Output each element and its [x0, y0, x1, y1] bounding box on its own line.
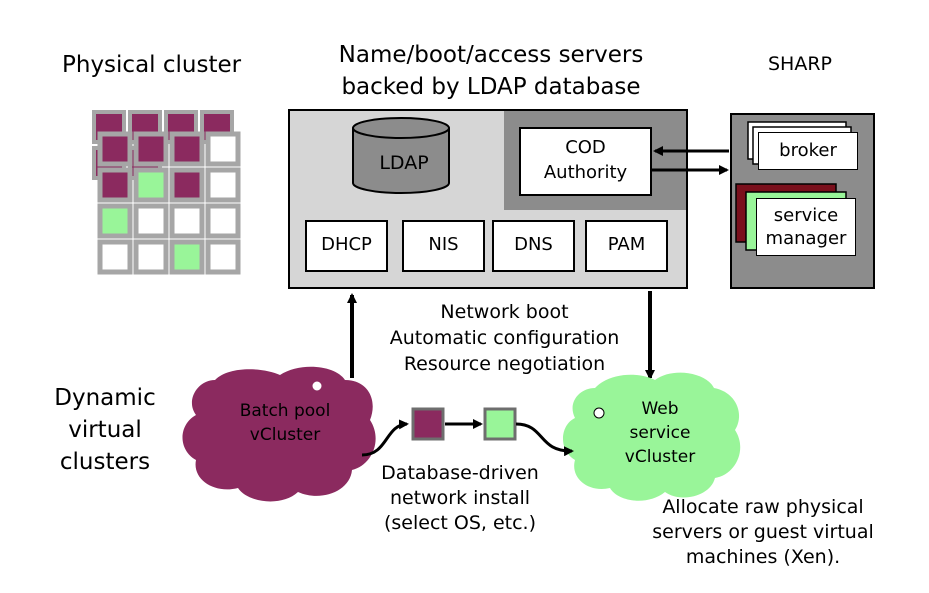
dynamic-title-line2: virtual	[68, 417, 142, 443]
web-label-line1: Web	[641, 399, 679, 419]
dhcp-box: DHCP	[305, 220, 388, 272]
cluster-node	[205, 203, 241, 239]
arrow-batch-to-install	[361, 419, 409, 457]
boot-line3: Resource negotiation	[403, 353, 606, 375]
cod-label-line1: COD	[565, 137, 606, 158]
sharp-title: SHARP	[767, 53, 832, 75]
web-label-line3: vCluster	[624, 447, 696, 467]
nis-box: NIS	[402, 220, 485, 272]
batch-label-line2: vCluster	[249, 425, 321, 445]
ldap-database-icon	[352, 117, 450, 194]
dhcp-label: DHCP	[321, 234, 372, 255]
install-node-maroon	[411, 407, 445, 441]
cluster-node	[169, 203, 205, 239]
pam-label: PAM	[607, 234, 646, 255]
cluster-node	[97, 131, 133, 167]
servers-title-line2: backed by LDAP database	[341, 74, 641, 100]
cluster-node	[205, 239, 241, 275]
broker-box: broker	[758, 132, 858, 170]
cluster-node	[205, 131, 241, 167]
service-manager-line1: service	[773, 205, 839, 226]
ldap-label: LDAP	[379, 152, 429, 174]
dynamic-title-line3: clusters	[59, 449, 151, 475]
batch-pool-cloud	[182, 366, 376, 502]
cluster-node	[97, 167, 133, 203]
cod-label-line2: Authority	[543, 162, 628, 183]
physical-cluster-grid	[92, 110, 241, 275]
web-label-line2: service	[629, 423, 691, 443]
cod-authority-box: COD Authority	[519, 127, 652, 196]
arrow-install-to-web	[515, 422, 574, 457]
service-manager-line2: manager	[765, 228, 847, 249]
physical-cluster-title: Physical cluster	[62, 52, 242, 78]
cluster-node	[133, 167, 169, 203]
web-service-cloud	[562, 372, 741, 501]
install-line1: Database-driven	[381, 462, 539, 484]
boot-line1: Network boot	[440, 301, 569, 323]
dynamic-title-line1: Dynamic	[54, 385, 156, 411]
cluster-node	[169, 167, 205, 203]
allocate-line2: servers or guest virtual	[652, 521, 874, 543]
dns-label: DNS	[514, 234, 553, 255]
cluster-node	[133, 239, 169, 275]
dns-box: DNS	[492, 220, 575, 272]
batch-cloud-dot	[311, 380, 323, 392]
pam-box: PAM	[585, 220, 668, 272]
cluster-node	[97, 203, 133, 239]
install-node-green	[483, 407, 517, 441]
servers-title-line1: Name/boot/access servers	[338, 42, 644, 68]
service-manager-box: service manager	[756, 198, 856, 256]
allocate-line1: Allocate raw physical	[662, 496, 864, 518]
nis-label: NIS	[428, 234, 459, 255]
cluster-node	[205, 167, 241, 203]
boot-line2: Automatic configuration	[389, 327, 620, 349]
cluster-node	[133, 131, 169, 167]
web-cloud-dot	[593, 407, 605, 419]
cluster-node	[97, 239, 133, 275]
broker-label: broker	[779, 140, 837, 161]
cluster-node	[133, 203, 169, 239]
allocate-line3: machines (Xen).	[685, 546, 841, 568]
batch-label-line1: Batch pool	[239, 401, 331, 421]
install-line3: (select OS, etc.)	[383, 512, 537, 534]
cluster-node	[169, 239, 205, 275]
cluster-node	[169, 131, 205, 167]
install-line2: network install	[389, 487, 531, 509]
